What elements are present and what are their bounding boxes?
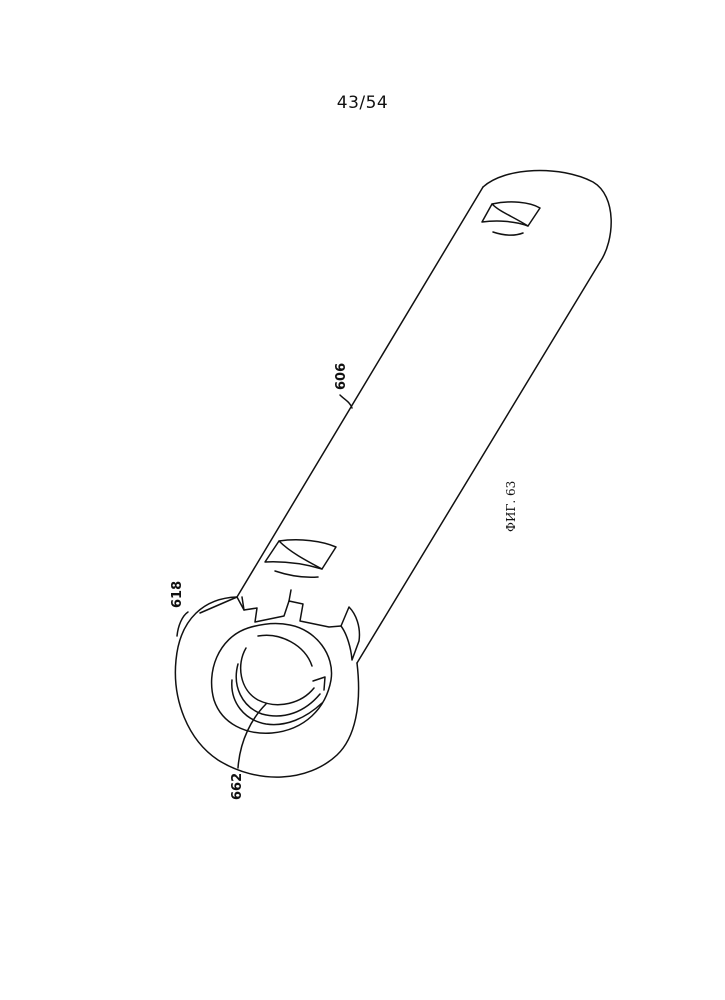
thread-coil-2 (236, 664, 320, 716)
far-slot (482, 202, 540, 226)
mid-slot (265, 540, 336, 569)
side-slot (341, 607, 359, 660)
tube-lower-edge (357, 262, 600, 663)
label-662: 662 (230, 773, 245, 800)
far-slot-rim (493, 232, 523, 235)
mid-slot-rim (275, 571, 318, 577)
tube-upper-edge (237, 187, 483, 597)
label-606: 606 (334, 363, 349, 390)
label-618: 618 (170, 581, 185, 608)
figure-caption: ФИГ. 63 (504, 481, 518, 532)
far-slot-inner (492, 204, 528, 226)
thread-back (258, 635, 312, 666)
thread-coil-1 (241, 648, 314, 705)
leader-606 (340, 395, 352, 408)
flange-notch-lower (242, 590, 291, 610)
thread-tab (313, 677, 325, 690)
inner-bore (212, 624, 332, 734)
tube-far-end-cap (483, 171, 611, 262)
flange-notch (200, 597, 341, 627)
